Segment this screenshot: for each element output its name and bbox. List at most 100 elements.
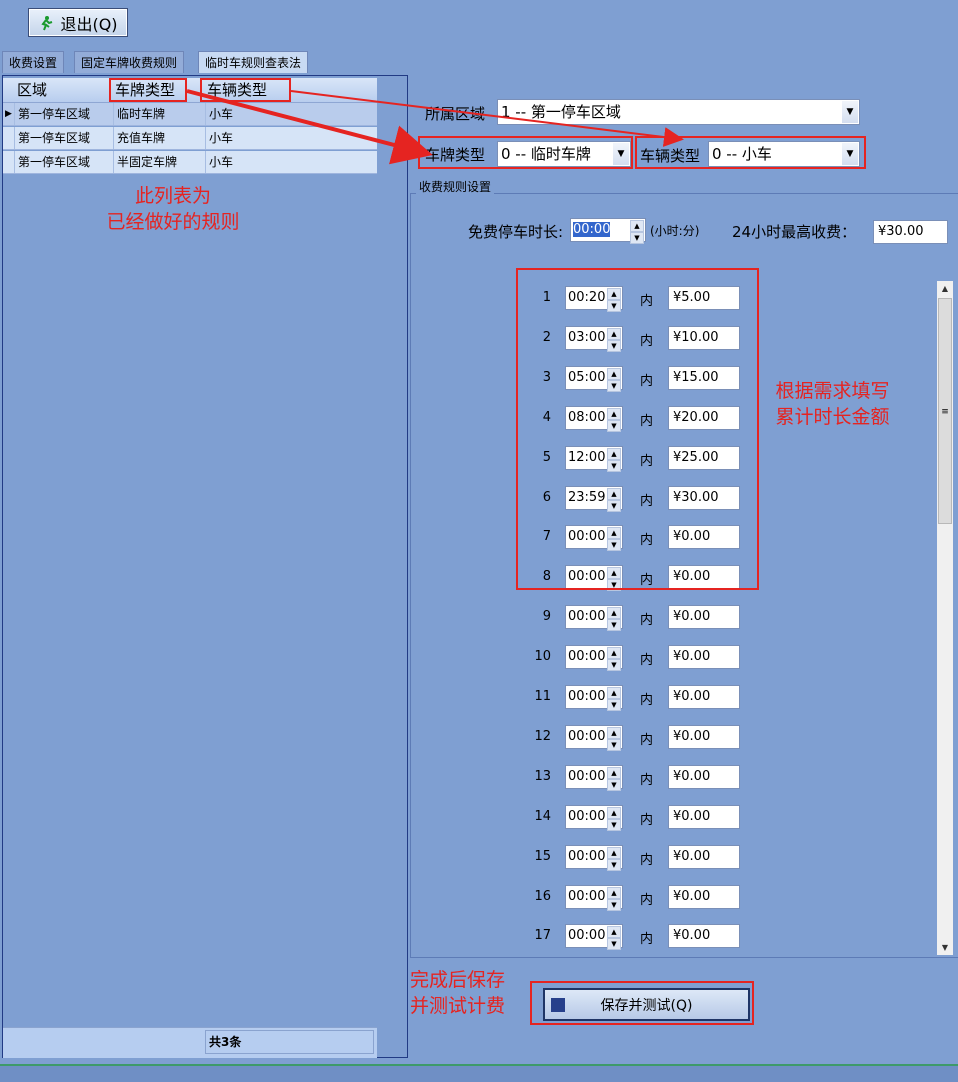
rule-duration-stepper[interactable]: 00:00▲▼ bbox=[565, 805, 623, 831]
row-selector-icon: ▶ bbox=[3, 103, 15, 125]
save-and-test-button[interactable]: 保存并测试(Q) bbox=[543, 988, 750, 1021]
spin-up-icon[interactable]: ▲ bbox=[607, 926, 621, 938]
spin-down-icon[interactable]: ▼ bbox=[607, 699, 621, 711]
spin-down-icon[interactable]: ▼ bbox=[607, 460, 621, 472]
chevron-down-icon[interactable]: ▼ bbox=[842, 143, 858, 165]
scroll-up-icon[interactable]: ▲ bbox=[941, 284, 949, 293]
spin-up-icon[interactable]: ▲ bbox=[607, 887, 621, 899]
spin-down-icon[interactable]: ▼ bbox=[607, 340, 621, 352]
rule-fee-input[interactable]: ¥0.00 bbox=[668, 645, 740, 669]
spin-down-icon[interactable]: ▼ bbox=[607, 779, 621, 791]
spin-up-icon[interactable]: ▲ bbox=[607, 567, 621, 579]
scrollbar-thumb[interactable]: ≡ bbox=[938, 298, 952, 524]
rule-fee-input[interactable]: ¥20.00 bbox=[668, 406, 740, 430]
spin-down-icon[interactable]: ▼ bbox=[607, 659, 621, 671]
rule-duration-stepper[interactable]: 00:00▲▼ bbox=[565, 645, 623, 671]
spin-up-icon[interactable]: ▲ bbox=[607, 328, 621, 340]
table-row[interactable]: 第一停车区域 充值车牌 小车 bbox=[3, 127, 377, 150]
spin-down-icon[interactable]: ▼ bbox=[607, 500, 621, 512]
spin-down-icon[interactable]: ▼ bbox=[607, 938, 621, 950]
floppy-disk-icon bbox=[551, 998, 565, 1012]
rule-duration-stepper[interactable]: 00:00▲▼ bbox=[565, 525, 623, 551]
rule-fee-input[interactable]: ¥25.00 bbox=[668, 446, 740, 470]
chevron-down-icon[interactable]: ▼ bbox=[842, 101, 858, 123]
rule-fee-input[interactable]: ¥15.00 bbox=[668, 366, 740, 390]
tab-temporary-rules[interactable]: 临时车规则查表法 bbox=[198, 51, 309, 73]
spin-down-icon[interactable]: ▼ bbox=[607, 819, 621, 831]
spin-down-icon[interactable]: ▼ bbox=[630, 232, 644, 244]
rule-duration-stepper[interactable]: 12:00▲▼ bbox=[565, 446, 623, 472]
rule-duration-stepper[interactable]: 00:00▲▼ bbox=[565, 885, 623, 911]
rule-number: 10 bbox=[534, 649, 551, 664]
rule-fee-input[interactable]: ¥0.00 bbox=[668, 924, 740, 948]
spin-down-icon[interactable]: ▼ bbox=[607, 859, 621, 871]
spin-down-icon[interactable]: ▼ bbox=[607, 739, 621, 751]
rule-duration-stepper[interactable]: 00:00▲▼ bbox=[565, 605, 623, 631]
spin-up-icon[interactable]: ▲ bbox=[607, 448, 621, 460]
table-row[interactable]: ▶ 第一停车区域 临时车牌 小车 bbox=[3, 103, 377, 126]
col-header-vehicle-type[interactable]: 车辆类型 bbox=[207, 81, 268, 99]
rule-within-label: 内 bbox=[640, 693, 654, 708]
col-header-plate-type[interactable]: 车牌类型 bbox=[115, 81, 176, 99]
rule-duration-stepper[interactable]: 00:00▲▼ bbox=[565, 924, 623, 950]
rule-fee-input[interactable]: ¥10.00 bbox=[668, 326, 740, 350]
spin-up-icon[interactable]: ▲ bbox=[607, 408, 621, 420]
rule-fee-input[interactable]: ¥5.00 bbox=[668, 286, 740, 310]
scroll-down-icon[interactable]: ▼ bbox=[941, 943, 949, 952]
spin-up-icon[interactable]: ▲ bbox=[607, 607, 621, 619]
rule-duration-value: 00:00 bbox=[568, 529, 606, 544]
rule-fee-input[interactable]: ¥0.00 bbox=[668, 685, 740, 709]
rule-duration-stepper[interactable]: 00:00▲▼ bbox=[565, 725, 623, 751]
spin-up-icon[interactable]: ▲ bbox=[607, 288, 621, 300]
area-select-value: 1 -- 第一停车区域 bbox=[501, 103, 621, 121]
rule-duration-stepper[interactable]: 00:00▲▼ bbox=[565, 685, 623, 711]
rule-duration-stepper[interactable]: 03:00▲▼ bbox=[565, 326, 623, 352]
free-time-stepper[interactable]: 00:00 ▲▼ bbox=[570, 218, 646, 244]
rule-duration-stepper[interactable]: 00:00▲▼ bbox=[565, 845, 623, 871]
spin-up-icon[interactable]: ▲ bbox=[607, 488, 621, 500]
rule-duration-stepper[interactable]: 00:20▲▼ bbox=[565, 286, 623, 312]
vehicle-type-select[interactable]: 0 -- 小车 ▼ bbox=[708, 141, 860, 167]
spin-up-icon[interactable]: ▲ bbox=[607, 847, 621, 859]
spin-up-icon[interactable]: ▲ bbox=[607, 727, 621, 739]
spin-up-icon[interactable]: ▲ bbox=[607, 687, 621, 699]
chevron-down-icon[interactable]: ▼ bbox=[613, 143, 629, 165]
rule-fee-input[interactable]: ¥0.00 bbox=[668, 885, 740, 909]
max-fee-input[interactable]: ¥30.00 bbox=[873, 220, 948, 244]
plate-type-select[interactable]: 0 -- 临时车牌 ▼ bbox=[497, 141, 631, 167]
spin-down-icon[interactable]: ▼ bbox=[607, 380, 621, 392]
rule-duration-stepper[interactable]: 05:00▲▼ bbox=[565, 366, 623, 392]
table-row[interactable]: 第一停车区域 半固定车牌 小车 bbox=[3, 151, 377, 174]
area-select[interactable]: 1 -- 第一停车区域 ▼ bbox=[497, 99, 860, 125]
rule-fee-input[interactable]: ¥0.00 bbox=[668, 565, 740, 589]
rule-fee-input[interactable]: ¥0.00 bbox=[668, 525, 740, 549]
spin-down-icon[interactable]: ▼ bbox=[607, 300, 621, 312]
spin-up-icon[interactable]: ▲ bbox=[607, 647, 621, 659]
spin-down-icon[interactable]: ▼ bbox=[607, 420, 621, 432]
spin-up-icon[interactable]: ▲ bbox=[607, 368, 621, 380]
group-title: 收费规则设置 bbox=[416, 178, 495, 195]
spin-down-icon[interactable]: ▼ bbox=[607, 899, 621, 911]
rule-fee-input[interactable]: ¥0.00 bbox=[668, 765, 740, 789]
status-bar bbox=[0, 1064, 958, 1082]
col-header-area[interactable]: 区域 bbox=[17, 81, 48, 99]
spin-up-icon[interactable]: ▲ bbox=[607, 767, 621, 779]
tab-charge-settings[interactable]: 收费设置 bbox=[2, 51, 65, 73]
vehicle-type-value: 0 -- 小车 bbox=[712, 145, 772, 163]
rule-duration-stepper[interactable]: 00:00▲▼ bbox=[565, 765, 623, 791]
spin-up-icon[interactable]: ▲ bbox=[630, 220, 644, 232]
spin-up-icon[interactable]: ▲ bbox=[607, 807, 621, 819]
spin-down-icon[interactable]: ▼ bbox=[607, 539, 621, 551]
tab-fixed-plate-rules[interactable]: 固定车牌收费规则 bbox=[74, 51, 185, 73]
spin-up-icon[interactable]: ▲ bbox=[607, 527, 621, 539]
rule-fee-input[interactable]: ¥0.00 bbox=[668, 725, 740, 749]
rule-duration-value: 00:00 bbox=[568, 928, 606, 943]
rule-fee-input[interactable]: ¥0.00 bbox=[668, 805, 740, 829]
rule-fee-input[interactable]: ¥30.00 bbox=[668, 486, 740, 510]
rule-fee-input[interactable]: ¥0.00 bbox=[668, 605, 740, 629]
exit-button[interactable]: 退出(Q) bbox=[28, 8, 128, 37]
rule-duration-stepper[interactable]: 08:00▲▼ bbox=[565, 406, 623, 432]
spin-down-icon[interactable]: ▼ bbox=[607, 619, 621, 631]
rule-fee-input[interactable]: ¥0.00 bbox=[668, 845, 740, 869]
rule-duration-stepper[interactable]: 23:59▲▼ bbox=[565, 486, 623, 512]
